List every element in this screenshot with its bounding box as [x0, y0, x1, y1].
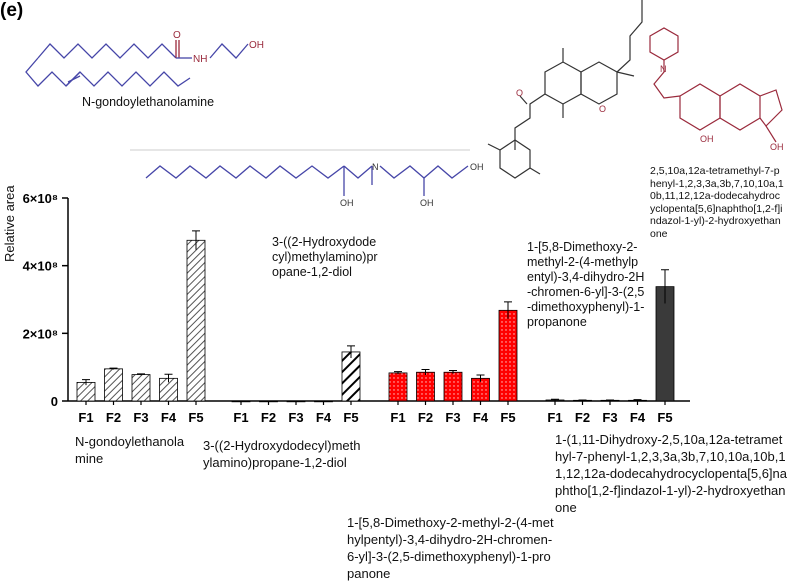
structure-labels-m3: O O [516, 88, 606, 114]
y-tick-label: 2×10⁸ [23, 326, 58, 341]
x-tick-label: F5 [343, 410, 358, 425]
atom-label-n: N [372, 162, 379, 172]
bar [131, 374, 151, 402]
error-bar [661, 269, 669, 304]
x-tick-label: F4 [630, 410, 646, 425]
structure-labels-m4: N OH OH [660, 64, 784, 152]
error-bar [504, 301, 512, 319]
x-tick-label: F4 [473, 410, 489, 425]
group-caption-4: 1-(1,11-Dihydroxy-2,5,10a,12a-tetramethy… [555, 432, 788, 515]
bar [186, 239, 206, 402]
bar [341, 351, 361, 402]
y-axis-ticks: 0 2×10⁸ 4×10⁸ 6×10⁸ [23, 191, 68, 409]
error-bar [421, 369, 430, 375]
bar [471, 377, 490, 402]
error-bar [109, 367, 118, 370]
bar [443, 371, 463, 402]
group-caption-2: 3-((2-Hydroxydodecyl)methylamino)propane… [203, 438, 361, 470]
bar [104, 368, 123, 402]
x-tick-label: F1 [547, 410, 562, 425]
x-tick-label: F5 [500, 410, 515, 425]
atom-label-oh: OH [470, 162, 484, 172]
bar [416, 371, 435, 402]
atom-label-o: O [516, 88, 523, 98]
x-tick-label: F2 [418, 410, 433, 425]
molecule-name-3: 1-[5,8-Dimethoxy-2-methyl-2-(4-methylpen… [527, 240, 645, 329]
structure-n-gondoylethanolamine [25, 40, 249, 87]
bar [76, 381, 96, 402]
error-bar [82, 379, 90, 386]
molecule-name-1: N-gondoylethanolamine [82, 95, 215, 109]
x-tick-label: F1 [233, 410, 248, 425]
x-tick-label: F3 [445, 410, 460, 425]
y-tick-label: 0 [51, 394, 58, 409]
structure-hydroxydodecyl-aminopropanediol [145, 165, 469, 196]
molecule-name-4: 2,5,10a,12a-tetramethyl-7-phenyl-1,2,3,3… [650, 165, 784, 240]
y-tick-label: 4×10⁸ [23, 259, 58, 274]
x-tick-label: F5 [657, 410, 672, 425]
panel-label: (e) [0, 0, 24, 21]
error-bar [449, 370, 457, 374]
structure-labels-m2: OH N OH OH [340, 162, 484, 208]
x-tick-label: F3 [602, 410, 617, 425]
y-axis-label: Relative area [2, 185, 17, 262]
x-tick-label: F2 [575, 410, 590, 425]
x-tick-label: F2 [106, 410, 121, 425]
x-tick-label: F4 [316, 410, 332, 425]
structure-dimethoxychromenyl-propanone [487, 0, 643, 179]
error-bar [578, 399, 587, 401]
error-bar [192, 230, 200, 250]
x-tick-label: F5 [188, 410, 203, 425]
group-caption-1: N-gondoylethanolamine [75, 434, 185, 466]
error-bar [476, 374, 485, 382]
molecule-name-2: 3-((2-Hydroxydodecyl)methylamino)propane… [272, 235, 378, 279]
group-caption-3: 1-[5,8-Dimethoxy-2-methyl-2-(4-methylpen… [347, 515, 554, 581]
x-tick-label: F3 [133, 410, 148, 425]
atom-label-oh: OH [249, 40, 264, 51]
error-bar [347, 345, 355, 359]
atom-label-oh: OH [770, 142, 784, 152]
x-tick-label: F3 [288, 410, 303, 425]
bar [655, 286, 675, 402]
atom-label-oh: OH [700, 134, 714, 144]
x-tick-label: F2 [261, 410, 276, 425]
atom-label-oh: OH [340, 198, 354, 208]
error-bar [633, 399, 642, 401]
error-bar [394, 371, 402, 375]
error-bar [164, 373, 173, 383]
x-tick-label: F4 [161, 410, 177, 425]
structure-labels-m1: O NH OH [173, 30, 264, 65]
error-bar [551, 398, 559, 401]
x-tick-label: F1 [390, 410, 405, 425]
bar [498, 309, 518, 402]
error-bar [137, 373, 145, 376]
bar [388, 372, 408, 402]
error-bar [606, 399, 614, 401]
atom-label-n: N [660, 64, 667, 74]
atom-label-o: O [599, 104, 606, 114]
x-tick-label: F1 [78, 410, 93, 425]
atom-label-nh: NH [193, 54, 207, 65]
atom-label-oh: OH [420, 198, 434, 208]
atom-label-o: O [173, 30, 181, 41]
y-tick-label: 6×10⁸ [23, 191, 58, 206]
structure-indazole-steroid [649, 27, 783, 143]
x-axis-tick-labels: F1 F2 F3 F4 F5 F1 F2 F3 F4 F5 F1 F2 F3 F4 F5 F1 F2 F3 F4 F5 [78, 401, 673, 425]
